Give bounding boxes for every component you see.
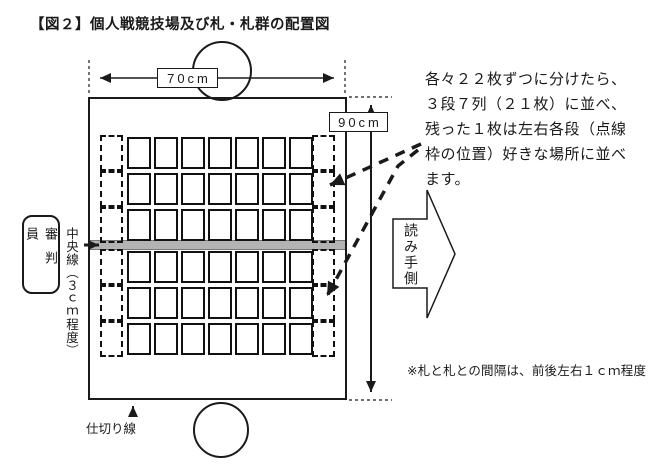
card <box>127 251 151 283</box>
instructions-line: 残った１枚は左右各段（点線 <box>425 121 627 138</box>
instructions-line: ます。 <box>425 171 471 188</box>
bottom-player-circle <box>193 402 249 458</box>
dashed-card-slot <box>312 135 335 171</box>
card <box>262 173 286 205</box>
card <box>181 323 205 355</box>
card <box>181 209 205 241</box>
card <box>154 287 178 319</box>
dashed-card-slot <box>100 285 123 321</box>
card <box>235 173 259 205</box>
center-line-label: 中央線（３ｃｍ程度） <box>64 227 78 357</box>
card <box>181 287 205 319</box>
card <box>154 209 178 241</box>
referee-box: 審判員 <box>22 215 60 294</box>
card <box>289 251 313 283</box>
dashed-card-slot <box>312 171 335 207</box>
card <box>235 251 259 283</box>
card <box>262 137 286 169</box>
card <box>262 209 286 241</box>
card <box>127 137 151 169</box>
card <box>208 323 232 355</box>
dashed-card-slot <box>312 207 335 243</box>
dashed-card-slot <box>100 207 123 243</box>
dashed-card-slot <box>312 249 335 285</box>
card <box>154 251 178 283</box>
card <box>127 173 151 205</box>
instructions-line: 枠の位置）好きな場所に並べ <box>425 146 627 163</box>
instructions-line: ３段７列（２１枚）に並べ、 <box>425 96 627 113</box>
card <box>127 209 151 241</box>
referee-label: 審判員 <box>24 227 58 275</box>
divider-line-label: 仕切り線 <box>86 422 137 436</box>
card <box>235 137 259 169</box>
card <box>235 287 259 319</box>
card <box>127 323 151 355</box>
instructions-line: 各々２２枚ずつに分けたら、 <box>425 71 627 88</box>
page-title: 【図２】個人戦競技場及び札・札群の配置図 <box>30 17 330 33</box>
dashed-card-slot <box>100 321 123 357</box>
reader-side-label: 読み手側 <box>403 223 419 287</box>
card <box>154 173 178 205</box>
card <box>289 137 313 169</box>
card <box>208 137 232 169</box>
height-dimension-label: 90cm <box>329 112 388 132</box>
card <box>181 137 205 169</box>
card <box>208 209 232 241</box>
dashed-card-slot <box>100 249 123 285</box>
card <box>262 287 286 319</box>
card <box>289 323 313 355</box>
width-dimension-label: 70cm <box>157 68 218 88</box>
dashed-card-slot <box>100 171 123 207</box>
card <box>235 209 259 241</box>
spacing-note: ※札と札との間隔は、前後左右１ｃｍ程度 <box>407 364 647 378</box>
card <box>154 137 178 169</box>
playing-field <box>88 97 347 400</box>
dashed-card-slot <box>100 135 123 171</box>
card <box>289 173 313 205</box>
card <box>235 323 259 355</box>
dashed-card-slot <box>312 285 335 321</box>
card <box>181 251 205 283</box>
card <box>154 323 178 355</box>
instructions-text: 各々２２枚ずつに分けたら、 ３段７列（２１枚）に並べ、 残った１枚は左右各段（点… <box>425 67 653 192</box>
card <box>262 323 286 355</box>
card <box>181 173 205 205</box>
card <box>289 287 313 319</box>
card <box>289 209 313 241</box>
card <box>208 173 232 205</box>
card <box>208 251 232 283</box>
center-line-band <box>90 240 345 250</box>
dashed-card-slot <box>312 321 335 357</box>
card <box>127 287 151 319</box>
card <box>208 287 232 319</box>
card <box>262 251 286 283</box>
